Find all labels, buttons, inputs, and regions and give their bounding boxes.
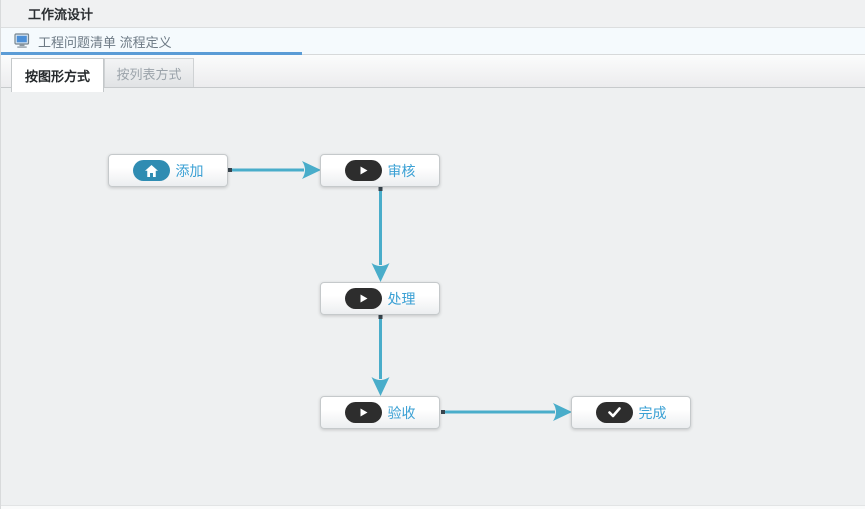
breadcrumb-active-underline (1, 52, 302, 55)
node-label: 添加 (175, 162, 204, 179)
connector-process-accept (371, 315, 390, 396)
tab-strip: 按图形方式 按列表方式 (1, 55, 865, 92)
node-label: 审核 (387, 162, 416, 179)
connector-review-process (371, 187, 390, 282)
workflow-node-add[interactable]: 添加 (108, 154, 228, 187)
workflow-node-complete[interactable]: 完成 (571, 396, 691, 429)
home-icon (132, 160, 170, 181)
connector-add-review (228, 161, 321, 179)
node-label: 验收 (387, 404, 416, 421)
workflow-node-review[interactable]: 审核 (320, 154, 440, 187)
play-icon (344, 160, 382, 181)
page-title: 工作流设计 (28, 7, 94, 22)
check-icon (595, 402, 633, 423)
workflow-node-accept[interactable]: 验收 (320, 396, 440, 429)
node-label: 完成 (638, 404, 667, 421)
tab-graphic-mode[interactable]: 按图形方式 (11, 58, 104, 92)
tab-graphic-mode-label: 按图形方式 (24, 69, 90, 84)
play-icon (344, 288, 382, 309)
connector-accept-complete (441, 403, 572, 421)
tab-list-mode-label: 按列表方式 (116, 66, 182, 82)
workflow-canvas: 添加 审核 处理 验收 完成 (1, 88, 865, 505)
footer-strip (1, 505, 865, 509)
breadcrumb-label: 工程问题清单 流程定义 (38, 34, 172, 50)
computer-icon (14, 33, 31, 49)
title-bar: 工作流设计 (1, 0, 865, 28)
node-label: 处理 (387, 290, 416, 307)
tab-list-mode[interactable]: 按列表方式 (104, 58, 194, 87)
play-icon (344, 402, 382, 423)
workflow-node-process[interactable]: 处理 (320, 282, 440, 315)
breadcrumb[interactable]: 工程问题清单 流程定义 (1, 28, 865, 55)
